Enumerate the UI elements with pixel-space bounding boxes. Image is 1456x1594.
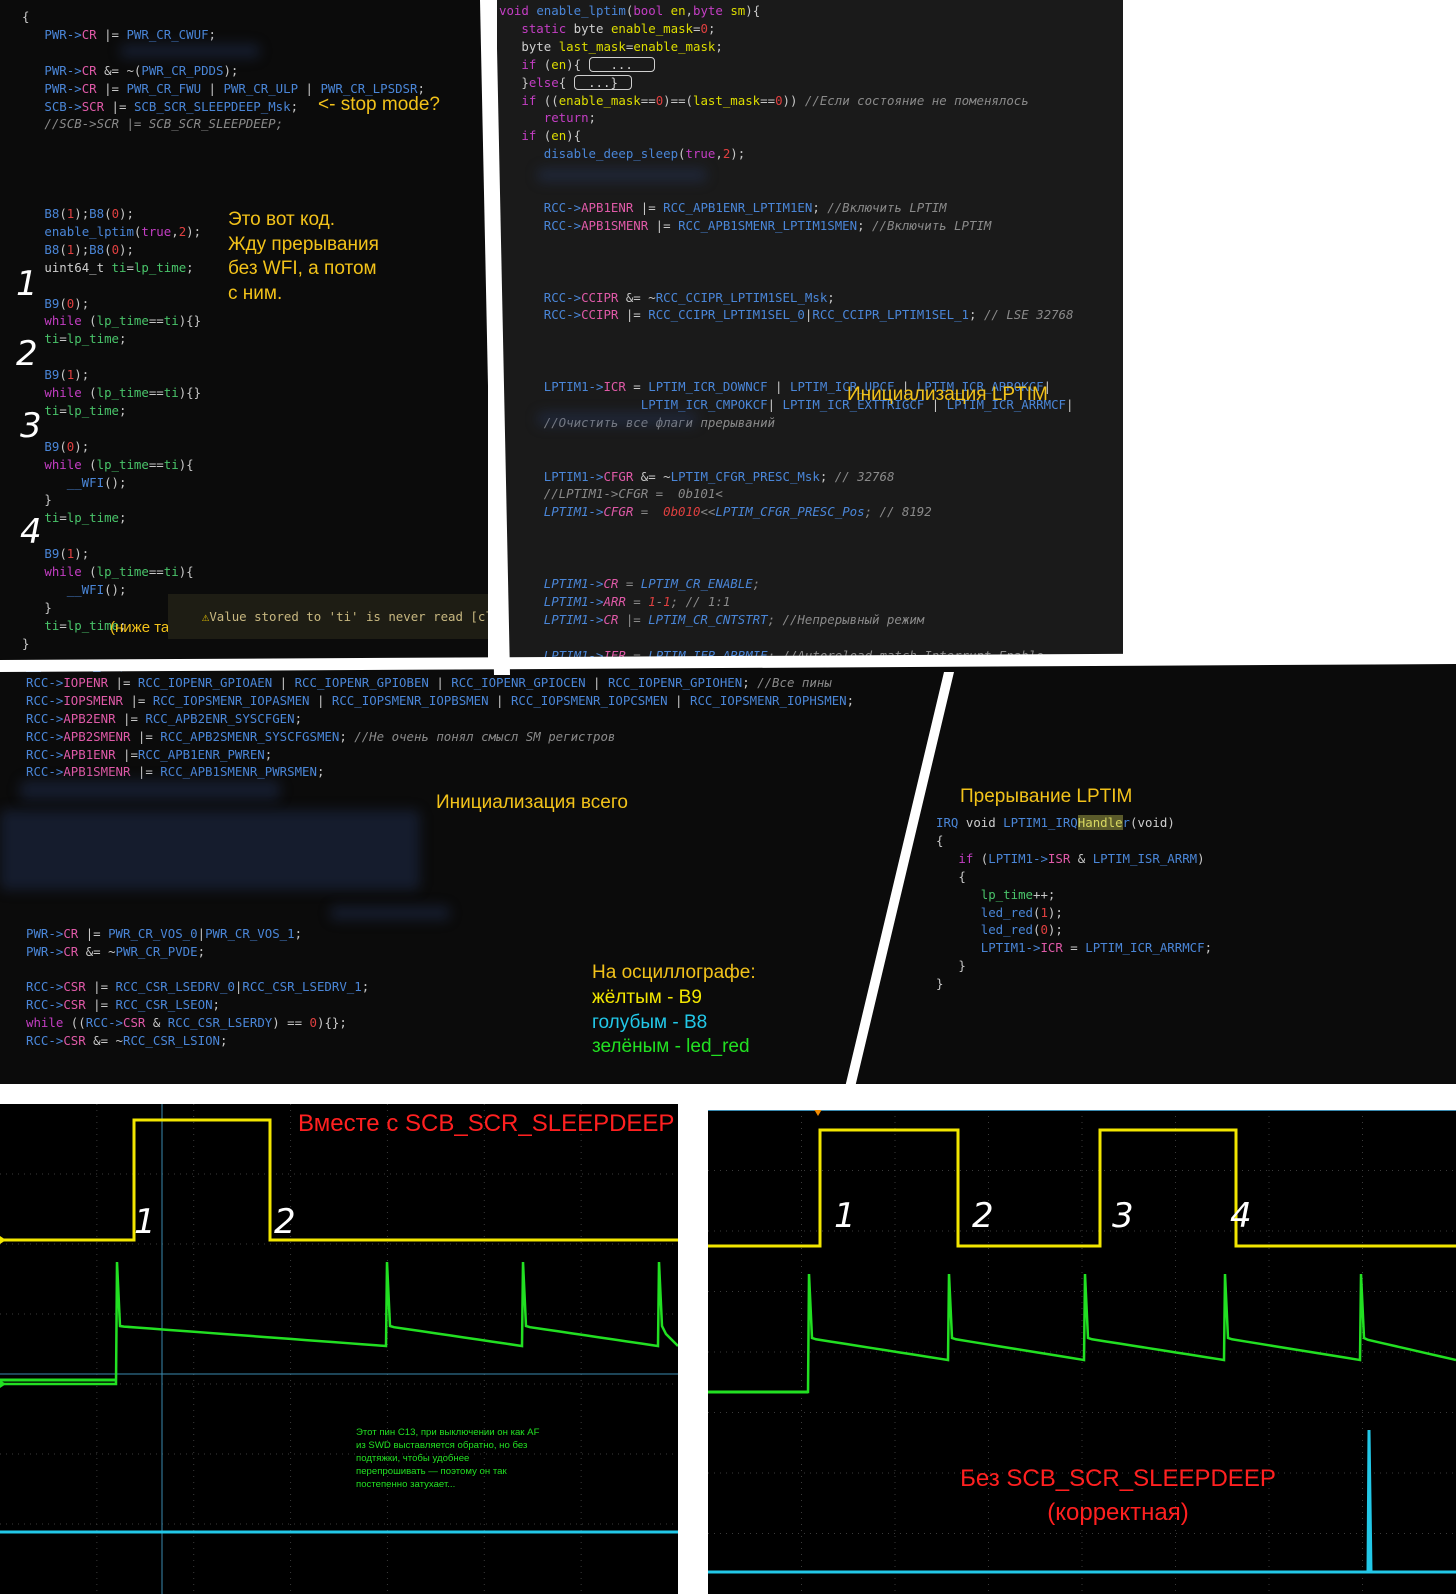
scope-left-marker-2: 2 <box>274 1202 296 1242</box>
marker-2: 2 <box>16 334 38 374</box>
trace-b9 <box>708 1128 1456 1248</box>
marker-3: 3 <box>20 406 42 446</box>
scope-legend-green: зелёным - led_red <box>592 1036 750 1057</box>
code-panel-init-all: __disable_irq(); RCC->IOPENR |= RCC_IOPE… <box>0 660 930 1084</box>
blurred-code <box>330 906 450 920</box>
scope-left-marker-1: 1 <box>134 1202 156 1242</box>
code-main-loop: { PWR->CR |= PWR_CR_CWUF; PWR->CR &= ~(P… <box>22 9 425 651</box>
note-irq-title: Прерывание LPTIM <box>960 786 1133 807</box>
blurred-code <box>537 412 697 426</box>
ch2-marker <box>0 1380 6 1388</box>
scope-right: Без SCB_SCR_SLEEPDEEP (корректная) 1 2 3… <box>708 1110 1456 1594</box>
code-init-all: __disable_irq(); RCC->IOPENR |= RCC_IOPE… <box>26 660 855 1049</box>
scope-right-marker-1: 1 <box>834 1196 856 1236</box>
scope-edge <box>678 1104 690 1594</box>
note-stop-mode: <- stop mode? <box>318 94 440 115</box>
scope-right-marker-3: 3 <box>1112 1196 1134 1236</box>
scope-left-plot <box>0 1104 690 1594</box>
marker-4: 4 <box>20 512 42 552</box>
code-panel-enable-lptim: void enable_lptim(bool en,byte sm){ stat… <box>497 0 1123 660</box>
scope-right-marker-4: 4 <box>1230 1196 1252 1236</box>
blurred-code <box>0 810 420 890</box>
note-main-description: Это вот код. Жду прерывания без WFI, а п… <box>228 209 379 304</box>
scope-left-note: Этот пин С13, при выключении он как AF и… <box>356 1427 540 1490</box>
scope-legend-blue: голубым - B8 <box>592 1012 708 1033</box>
scope-right-title: Без SCB_SCR_SLEEPDEEP (корректная) <box>960 1465 1276 1526</box>
blurred-code <box>20 780 280 800</box>
trace-b8 <box>708 1429 1456 1574</box>
scope-legend-title: На осциллографе: <box>592 962 756 983</box>
note-init-lptim: Инициализация LPTIM <box>847 384 1048 405</box>
code-panel-irq: Прерывание LPTIM IRQ void LPTIM1_IRQHand… <box>930 660 1456 1084</box>
ch1-marker <box>0 1236 6 1244</box>
note-init-all: Инициализация всего <box>436 792 628 813</box>
scope-left: Вместе с SCB_SCR_SLEEPDEEP Этот пин С13,… <box>0 1104 690 1594</box>
scope-right-plot <box>708 1110 1456 1594</box>
trace-led-red <box>0 1261 679 1386</box>
scope-legend-yellow: жёлтым - B9 <box>592 987 702 1008</box>
trigger-marker <box>814 1110 822 1116</box>
trace-b9 <box>0 1118 678 1242</box>
marker-1: 1 <box>16 264 38 304</box>
warning-text: Value stored to 'ti' is never read [cla <box>209 609 488 624</box>
scope-right-marker-2: 2 <box>972 1196 994 1236</box>
warning-icon: ⚠ <box>201 609 210 624</box>
blurred-code <box>537 168 707 182</box>
code-panel-main-loop: { PWR->CR |= PWR_CR_CWUF; PWR->CR &= ~(P… <box>0 0 488 660</box>
code-irq-handler: IRQ void LPTIM1_IRQHandler(void) { if (L… <box>936 815 1213 992</box>
code-enable-lptim: void enable_lptim(bool en,byte sm){ stat… <box>499 3 1074 660</box>
trace-led-red <box>708 1273 1456 1394</box>
scope-left-title: Вместе с SCB_SCR_SLEEPDEEP <box>298 1110 675 1137</box>
blurred-code <box>120 44 260 58</box>
warning-message: ⚠Value stored to 'ti' is never read [cla <box>168 594 488 639</box>
